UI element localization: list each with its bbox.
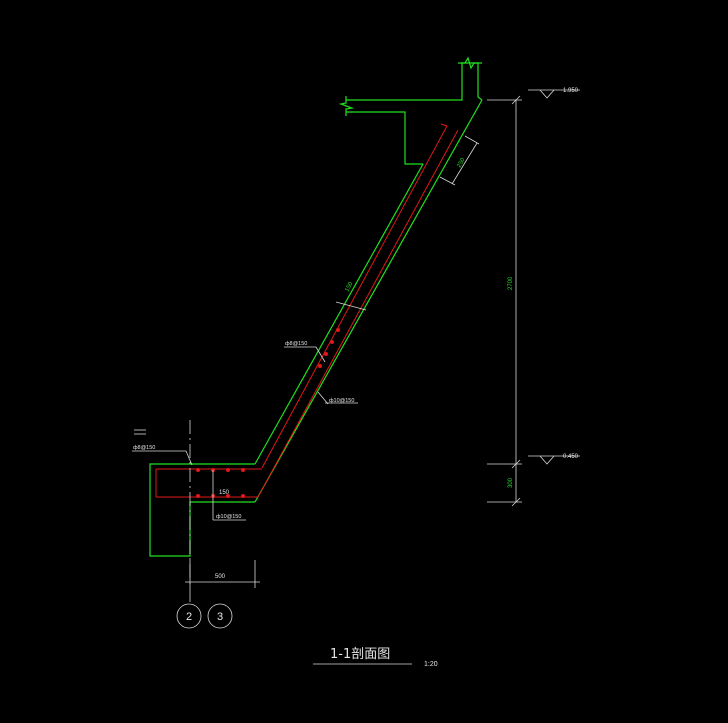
rebar-dot	[241, 494, 245, 498]
dim-tick	[511, 497, 521, 507]
rebar-label-lower: ф10@150	[329, 398, 354, 404]
dim-thickness-ext	[464, 135, 480, 145]
concrete-outline	[149, 56, 483, 557]
dim-thickness-ext	[439, 176, 456, 186]
rebar-upper-inclined	[261, 125, 448, 469]
rebar-dot	[324, 352, 328, 356]
elev-triangle-bottom	[539, 455, 555, 465]
flight-bottom-edge	[254, 99, 483, 503]
section-scale: 1:20	[424, 661, 438, 668]
rebar-label-upper: ф8@150	[285, 341, 307, 347]
axis-bubble-2	[176, 603, 202, 629]
leader-upper	[284, 346, 326, 363]
dim-thickness-label: 250	[456, 157, 466, 169]
lower-base-outline	[149, 463, 255, 557]
break-mark-left	[338, 96, 355, 116]
rebar-dot	[226, 494, 230, 498]
rebar	[155, 123, 459, 498]
rebar-hook	[440, 123, 448, 127]
upper-beam-outline	[346, 111, 423, 165]
elevation-bottom-label: 0.450	[563, 454, 579, 460]
rebar-dot	[318, 364, 322, 368]
rebar-label-bottom: ф10@150	[216, 514, 241, 520]
rebar-dot	[241, 468, 245, 472]
axis-label-3: 3	[217, 611, 223, 623]
rebar-dot	[196, 468, 200, 472]
flight-top-edge	[254, 163, 424, 465]
dim-vertical-low-label: 300	[508, 477, 514, 488]
elev-triangle-top	[539, 89, 555, 99]
upper-landing-outline	[346, 62, 483, 101]
rebar-label-top-left: ф8@150	[133, 445, 155, 451]
axis-bubble-3	[207, 603, 233, 629]
elevation-top-label: 1.950	[563, 88, 579, 94]
dim-slab-upper-label: 150	[344, 281, 354, 293]
dim-tick	[511, 459, 521, 469]
dim-inner-label: 150	[219, 490, 230, 496]
dim-vertical-main-label: 2700	[508, 276, 514, 290]
dimension-lines	[132, 89, 580, 665]
dim-tick	[511, 95, 521, 105]
rebar-dot	[196, 494, 200, 498]
dim-thickness	[451, 142, 478, 185]
rebar-lower-inclined	[257, 129, 459, 498]
dim-mid-thickness	[335, 301, 367, 311]
rebar-dot	[336, 328, 340, 332]
rebar-dot	[330, 340, 334, 344]
leader-lower-tick	[317, 391, 329, 405]
axis-label-2: 2	[186, 611, 192, 623]
dim-base-width-label: 500	[215, 574, 226, 580]
rebar-dots	[196, 328, 340, 498]
rebar-dot	[226, 468, 230, 472]
leader-top-left	[132, 450, 193, 466]
section-title: 1-1剖面图	[330, 647, 390, 662]
break-mark-top	[458, 56, 482, 70]
